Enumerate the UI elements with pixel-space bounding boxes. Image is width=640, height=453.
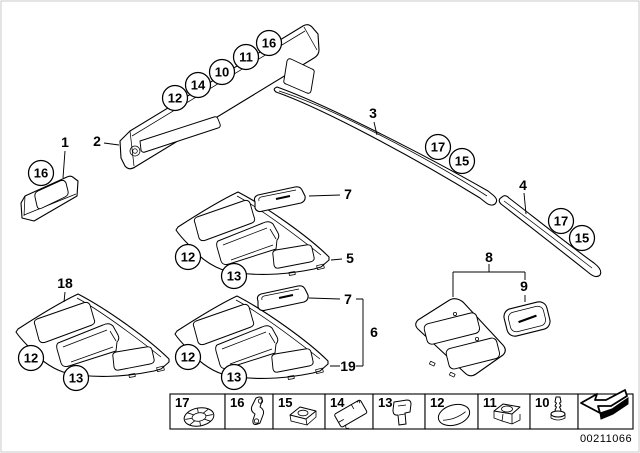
callout-circle-11-dash[interactable]: 11 xyxy=(232,43,260,71)
callout-circle-16-dash[interactable]: 16 xyxy=(255,29,283,57)
svg-text:12: 12 xyxy=(181,250,195,265)
svg-text:11: 11 xyxy=(239,50,253,65)
part-drawing-7-upper-lid xyxy=(253,185,307,213)
svg-text:10: 10 xyxy=(215,65,229,80)
part-drawing-6-19-console xyxy=(174,295,329,381)
cage-nut-icon xyxy=(493,403,521,425)
cover-cap-icon xyxy=(437,403,471,427)
svg-text:16: 16 xyxy=(230,395,244,410)
svg-text:13: 13 xyxy=(69,371,83,386)
svg-text:16: 16 xyxy=(262,36,276,51)
tooth-lock-washer-icon xyxy=(183,407,215,427)
label-7-upper[interactable]: 7 xyxy=(344,186,352,202)
retaining-bracket-icon xyxy=(334,399,368,429)
label-18[interactable]: 18 xyxy=(57,275,73,291)
svg-text:14: 14 xyxy=(330,395,345,410)
svg-text:14: 14 xyxy=(191,78,206,93)
svg-text:12: 12 xyxy=(168,91,182,106)
callout-circle-12-console5[interactable]: 12 xyxy=(174,243,202,271)
svg-text:12: 12 xyxy=(24,351,38,366)
diagram-doc-number: 00211066 xyxy=(580,433,632,445)
legend-cell-11[interactable]: 11 xyxy=(477,393,531,430)
callout-circle-15-strip4[interactable]: 15 xyxy=(568,224,596,252)
label-5[interactable]: 5 xyxy=(346,250,354,266)
clip-nut-icon xyxy=(289,406,317,426)
svg-text:17: 17 xyxy=(431,140,445,155)
part-drawing-3 xyxy=(273,86,498,206)
label-8[interactable]: 8 xyxy=(485,249,493,265)
callout-circle-13-console18[interactable]: 13 xyxy=(62,364,90,392)
label-1[interactable]: 1 xyxy=(61,134,69,150)
part-drawing-8-frame xyxy=(415,298,506,378)
svg-text:13: 13 xyxy=(227,370,241,385)
label-3[interactable]: 3 xyxy=(369,105,377,121)
callout-circle-17-strip4[interactable]: 17 xyxy=(547,207,575,235)
svg-text:15: 15 xyxy=(278,395,292,410)
callout-circle-17-strip3[interactable]: 17 xyxy=(424,133,452,161)
svg-text:16: 16 xyxy=(34,166,48,181)
legend-cell-16[interactable]: 16 xyxy=(224,393,274,430)
legend-cell-15[interactable]: 15 xyxy=(272,393,326,430)
callout-circle-12-console18[interactable]: 12 xyxy=(17,344,45,372)
label-9[interactable]: 9 xyxy=(520,278,528,294)
svg-text:13: 13 xyxy=(378,395,392,410)
callout-circle-13-console5[interactable]: 13 xyxy=(220,262,248,290)
continuation-arrow-icon[interactable] xyxy=(577,389,634,430)
svg-text:15: 15 xyxy=(455,154,469,169)
mounting-clip-icon xyxy=(392,399,412,426)
label-2[interactable]: 2 xyxy=(93,133,101,149)
svg-text:12: 12 xyxy=(181,350,195,365)
label-7-lower[interactable]: 7 xyxy=(344,291,352,307)
part-drawing-4 xyxy=(498,195,602,278)
svg-text:12: 12 xyxy=(430,395,444,410)
callout-circle-10-dash[interactable]: 10 xyxy=(208,58,236,86)
part-drawing-1 xyxy=(20,175,79,222)
legend-cell-17[interactable]: 17 xyxy=(169,393,226,430)
legend-cell-10[interactable]: 10 xyxy=(529,393,579,430)
callout-circle-12-dash[interactable]: 12 xyxy=(161,84,189,112)
label-6[interactable]: 6 xyxy=(370,324,378,340)
svg-text:10: 10 xyxy=(535,395,549,410)
leader-lines xyxy=(62,121,527,367)
legend-cell-12[interactable]: 12 xyxy=(424,393,479,430)
spring-clip-icon xyxy=(250,396,265,425)
svg-text:17: 17 xyxy=(175,395,189,410)
callout-circle-12-console619[interactable]: 12 xyxy=(174,343,202,371)
label-4[interactable]: 4 xyxy=(519,177,527,193)
svg-text:11: 11 xyxy=(483,395,497,410)
callout-circle-14-dash[interactable]: 14 xyxy=(184,71,212,99)
expansion-rivet-icon xyxy=(550,396,566,421)
part-drawing-7-lower-lid xyxy=(256,284,310,312)
svg-text:13: 13 xyxy=(227,269,241,284)
callout-circle-16-part1[interactable]: 16 xyxy=(27,159,55,187)
callout-circle-13-console619[interactable]: 13 xyxy=(220,363,248,391)
callout-circle-15-strip3[interactable]: 15 xyxy=(448,147,476,175)
legend-cell-13[interactable]: 13 xyxy=(372,393,426,430)
legend-cell-14[interactable]: 14 xyxy=(324,393,374,431)
svg-text:15: 15 xyxy=(575,231,589,246)
fastener-legend: 17 16 15 14 xyxy=(169,389,634,431)
part-drawing-9 xyxy=(503,301,551,337)
svg-text:17: 17 xyxy=(554,214,568,229)
label-19[interactable]: 19 xyxy=(340,358,356,374)
